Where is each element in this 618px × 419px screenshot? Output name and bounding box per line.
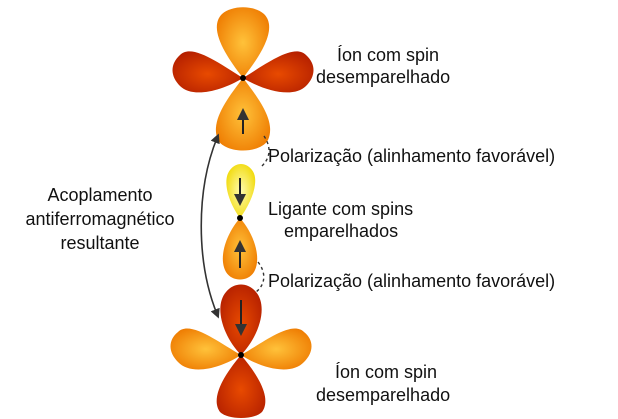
polarization-connector-bottom: [255, 261, 265, 293]
polarization-label-top: Polarização (alinhamento favorável): [268, 146, 556, 166]
bottom-ion-lobe-right: [241, 328, 312, 370]
bottom-ion-lobe-down: [216, 355, 266, 418]
top-ion-nucleus: [240, 75, 246, 81]
top-ion-label-line1: Íon com spin: [337, 45, 440, 65]
bottom-ion-nucleus: [238, 352, 244, 358]
coupling-label-line3: resultante: [60, 233, 140, 253]
coupling-double-arrow: [200, 133, 220, 319]
top-ion-lobe-right: [243, 51, 314, 93]
bottom-ion-lobe-left: [170, 328, 241, 370]
top-ion-label-line2: desemparelhado: [316, 67, 451, 87]
ligand-nucleus: [237, 215, 243, 221]
ligand-orbital: [222, 164, 258, 280]
ligand-label-line2: emparelhados: [284, 221, 399, 241]
polarization-label-bottom: Polarização (alinhamento favorável): [268, 271, 556, 291]
top-ion-orbital: [172, 7, 314, 151]
coupling-label-line1: Acoplamento: [47, 185, 153, 205]
ligand-label-line1: Ligante com spins: [268, 199, 414, 219]
bottom-ion-orbital: [170, 284, 312, 418]
bottom-ion-label-line2: desemparelhado: [316, 385, 451, 405]
polarization-connector-top: [261, 135, 270, 167]
coupling-label-line2: antiferromagnético: [25, 209, 175, 229]
bottom-ion-label-line1: Íon com spin: [335, 362, 438, 382]
top-ion-lobe-left: [172, 51, 243, 93]
top-ion-lobe-up: [216, 7, 270, 78]
